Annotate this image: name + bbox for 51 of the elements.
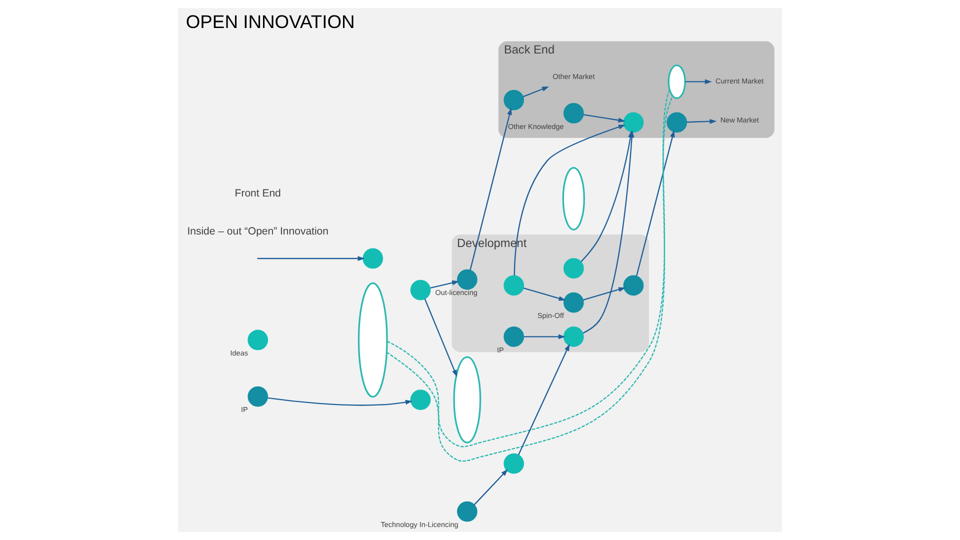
node-circle (248, 386, 268, 407)
node-circle (504, 326, 524, 347)
node-label: Technology In-Licencing (380, 520, 458, 530)
arrow (636, 130, 675, 276)
arrow (583, 287, 626, 300)
node-label: Out-licencing (435, 288, 478, 298)
arrow (474, 469, 508, 506)
label: Front End (234, 188, 281, 200)
node-circle (457, 501, 478, 522)
node-ellipse (562, 166, 585, 230)
arrow (522, 86, 550, 98)
node-label: IP (496, 345, 504, 354)
node-label: IP (240, 405, 248, 414)
node-circle (666, 112, 688, 133)
node-circle (623, 275, 644, 296)
arrow (514, 124, 626, 276)
node-circle (563, 103, 584, 124)
arrow (686, 118, 717, 124)
node-text: Other Market (552, 72, 595, 81)
arrow (430, 280, 460, 288)
arrow (258, 256, 365, 261)
arrow (580, 130, 633, 262)
arrow (524, 334, 566, 340)
node-circle (362, 248, 384, 269)
node-label: Other Knowledge (508, 122, 564, 131)
node-circle (623, 112, 644, 133)
arrow (523, 287, 566, 301)
node-circle (410, 280, 431, 300)
label: Inside – out “Open” Innovation (187, 226, 328, 238)
diagram-title: OPEN INNOVATION (186, 11, 355, 32)
node-circle (563, 292, 584, 313)
node-circle (504, 453, 524, 474)
node-text: New Market (720, 115, 759, 124)
arrow (518, 344, 570, 456)
node-circle (410, 390, 431, 410)
arrow (685, 79, 712, 84)
arrow (470, 108, 512, 270)
node-circle (563, 326, 584, 347)
arrow (268, 397, 412, 406)
node-label: Ideas (230, 348, 248, 358)
node-ellipse (358, 282, 388, 398)
node-circle (563, 258, 584, 279)
node-label: Spin-Off (537, 311, 564, 320)
node-circle (248, 330, 268, 350)
node-circle (504, 90, 524, 110)
node-circle (457, 269, 478, 290)
node-circle (504, 275, 524, 296)
node-text: Current Market (716, 76, 764, 86)
arrow (583, 114, 626, 123)
arrow (424, 298, 458, 377)
node-ellipse (668, 64, 686, 99)
